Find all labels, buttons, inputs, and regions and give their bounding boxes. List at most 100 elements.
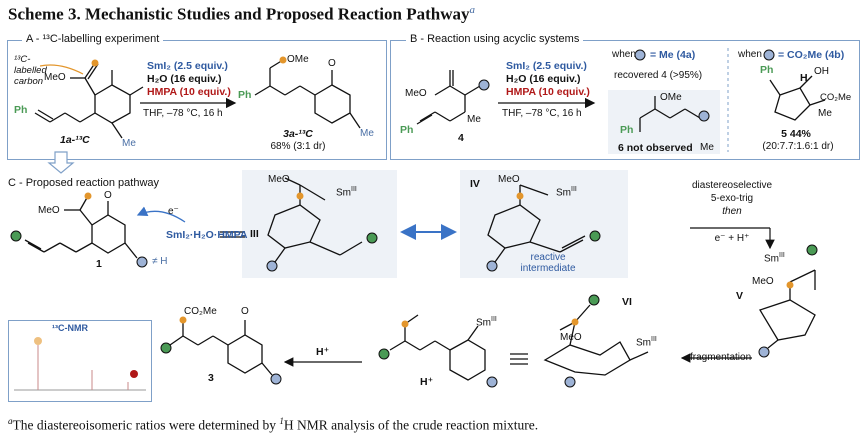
panel-b-reagent-1: SmI₂ (2.5 equiv.) [506, 60, 587, 72]
intermediate-iv-structure [487, 184, 586, 263]
compound-6-structure [639, 96, 701, 132]
grey-dot-enolate [486, 376, 498, 388]
panel-b-reagent-2: H₂O (16 equiv.) [506, 73, 581, 85]
intermediate-iv-sm-text: Sm [556, 187, 571, 199]
electron-transfer-arrow [136, 206, 186, 223]
eq-co2me-text: = CO₂Me (4b) [778, 49, 845, 61]
green-dot-v [806, 244, 818, 256]
substituent-dot-6 [698, 110, 710, 122]
c13-label-dot-1 [84, 192, 92, 200]
panel-a-reagent-1: SmI₂ (2.5 equiv.) [147, 60, 228, 72]
fragmentation-text: fragmentation [690, 352, 752, 363]
panel-b-reagent-3: HMPA (10 equiv.) [506, 86, 590, 98]
product-3-o: O [241, 306, 249, 317]
intermediate-v-meo: MeO [752, 276, 774, 287]
compound-5-dr: (20:7.7:1.6:1 dr) [762, 141, 834, 152]
eq-me-text: = Me (4a) [650, 49, 696, 61]
scheme-title-text: Scheme 3. Mechanistic Studies and Propos… [8, 4, 470, 24]
compound-5-oh: OH [814, 66, 829, 77]
grey-dot-1 [136, 256, 148, 268]
green-dot-enolate [378, 348, 390, 360]
step-electron-proton: e⁻ + H⁺ [714, 233, 750, 244]
equivalence-symbol [510, 353, 528, 365]
intermediate-v-sm-sup: III [779, 252, 785, 259]
compound-1-meo: MeO [38, 205, 60, 216]
compound-1a-structure [34, 62, 144, 139]
c13-label-dot-v [786, 281, 794, 289]
step-5-exo-trig: 5-exo-trig [710, 193, 754, 204]
intermediate-iv-label: IV [470, 178, 480, 190]
footnote-text-1: The diastereoisomeric ratios were determ… [12, 417, 280, 433]
intermediate-iii-structure [267, 177, 363, 263]
intermediate-iv-sm: SmIII [556, 186, 577, 198]
footnote-marker: a [8, 416, 13, 426]
compound-1-label: 1 [96, 258, 102, 270]
panel-a-meo: MeO [44, 72, 66, 83]
intermediate-vi-sm-sup: III [651, 336, 657, 343]
c13-labelled-carbon-text: ¹³C-labelled carbon [14, 54, 47, 87]
c13-label-dot-iv [516, 192, 524, 200]
intermediate-iii-box [242, 170, 397, 278]
panel-a-reagent-2: H₂O (16 equiv.) [147, 73, 222, 85]
compound-5-ph: Ph [760, 64, 774, 76]
panel-b-label: B - Reaction using acyclic systems [406, 33, 584, 45]
grey-dot-vi [564, 376, 576, 388]
panel-b-meo: MeO [405, 88, 427, 99]
panel-a-product-ome: OMe [287, 54, 309, 65]
intermediate-iii-meo: MeO [268, 174, 290, 185]
legend-dot-co2me [763, 49, 775, 61]
intermediate-iv-meo: MeO [498, 174, 520, 185]
intermediate-iii-sm: SmIII [336, 186, 357, 198]
intermediate-v-label: V [736, 290, 744, 302]
c13-label-dot-iii [296, 192, 304, 200]
intermediate-vi-sm-text: Sm [636, 337, 651, 349]
compound-5-structure [769, 75, 826, 121]
compound-5-label: 5 44% [781, 128, 811, 140]
intermediate-iv-box [460, 170, 628, 278]
intermediate-v-sm-text: Sm [764, 253, 779, 265]
footnote: aThe diastereoisomeric ratios were deter… [8, 416, 538, 434]
step-then: then [722, 206, 742, 217]
panel-b-conditions: THF, –78 °C, 16 h [502, 108, 582, 119]
enolate-h-plus: H⁺ [420, 376, 434, 388]
enolate-sm-sup: III [491, 316, 497, 323]
compound-1a-label: 1a-¹³C [60, 134, 90, 146]
panel-a-me: Me [122, 138, 136, 149]
grey-dot-v [758, 346, 770, 358]
panel-b-product-me: Me [700, 142, 714, 153]
panel-a-reagent-3: HMPA (10 equiv.) [147, 86, 231, 98]
compound-3-label: 3 [208, 372, 214, 384]
step-diastereoselective: diastereoselective [691, 180, 773, 191]
compound-1-o: O [104, 190, 112, 201]
green-dot-vi [588, 294, 600, 306]
protonation-h-plus: H⁺ [316, 346, 330, 358]
product-6-highlight [608, 90, 720, 154]
intermediate-vi-label: VI [622, 296, 632, 308]
compound-3a-structure [254, 59, 361, 129]
green-dot-3 [160, 342, 172, 354]
not-h-text: ≠ H [152, 256, 168, 267]
intermediate-vi-meo: MeO [560, 332, 582, 343]
panel-a-product-me: Me [360, 128, 374, 139]
enolate-structure [389, 314, 486, 381]
when-me-text: when [612, 49, 636, 60]
green-dot-iii [366, 232, 378, 244]
panel-b-product-ome: OMe [660, 92, 682, 103]
down-hollow-arrow [47, 151, 75, 174]
c13-label-dot-3 [179, 316, 187, 324]
intermediate-iv-sm-sup: III [571, 186, 577, 193]
enolate-sm: SmIII [476, 316, 497, 328]
compound-5-me: Me [818, 108, 832, 119]
electron-label: e⁻ [168, 206, 179, 217]
grey-dot-3 [270, 373, 282, 385]
nmr-peak-marker-red [130, 370, 138, 378]
intermediate-iii-label: III [250, 228, 259, 240]
c13-pointer-arrow [39, 64, 84, 75]
panel-a-yield: 68% (3:1 dr) [270, 141, 326, 152]
c13-label-dot-enolate [401, 320, 409, 328]
panel-b-frame [390, 40, 860, 160]
green-dot-1 [10, 230, 22, 242]
not-observed-text: 6 not observed [618, 142, 693, 154]
nmr-title: ¹³C-NMR [52, 323, 88, 333]
